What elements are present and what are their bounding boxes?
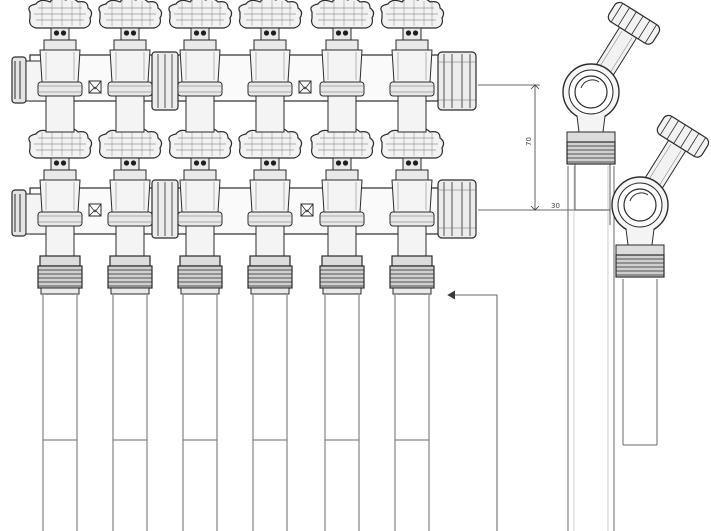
manifold-front-view (11, 0, 477, 531)
couplings (37, 225, 435, 295)
marker-bottom-left (88, 203, 102, 217)
dimension-label-vertical: 70 (525, 137, 533, 146)
dimension-annotations (447, 84, 611, 531)
valve-stems (45, 95, 427, 133)
marker-top-right (298, 80, 312, 94)
manifold-bar-top (11, 51, 477, 111)
marker-bottom-right (300, 203, 314, 217)
marker-top-left (88, 80, 102, 94)
side-view-lower (611, 112, 711, 446)
side-view-upper (562, 0, 663, 531)
pipes (42, 295, 430, 531)
manifold-bar-bottom (11, 179, 477, 239)
dimension-label-horizontal: 30 (551, 202, 560, 210)
